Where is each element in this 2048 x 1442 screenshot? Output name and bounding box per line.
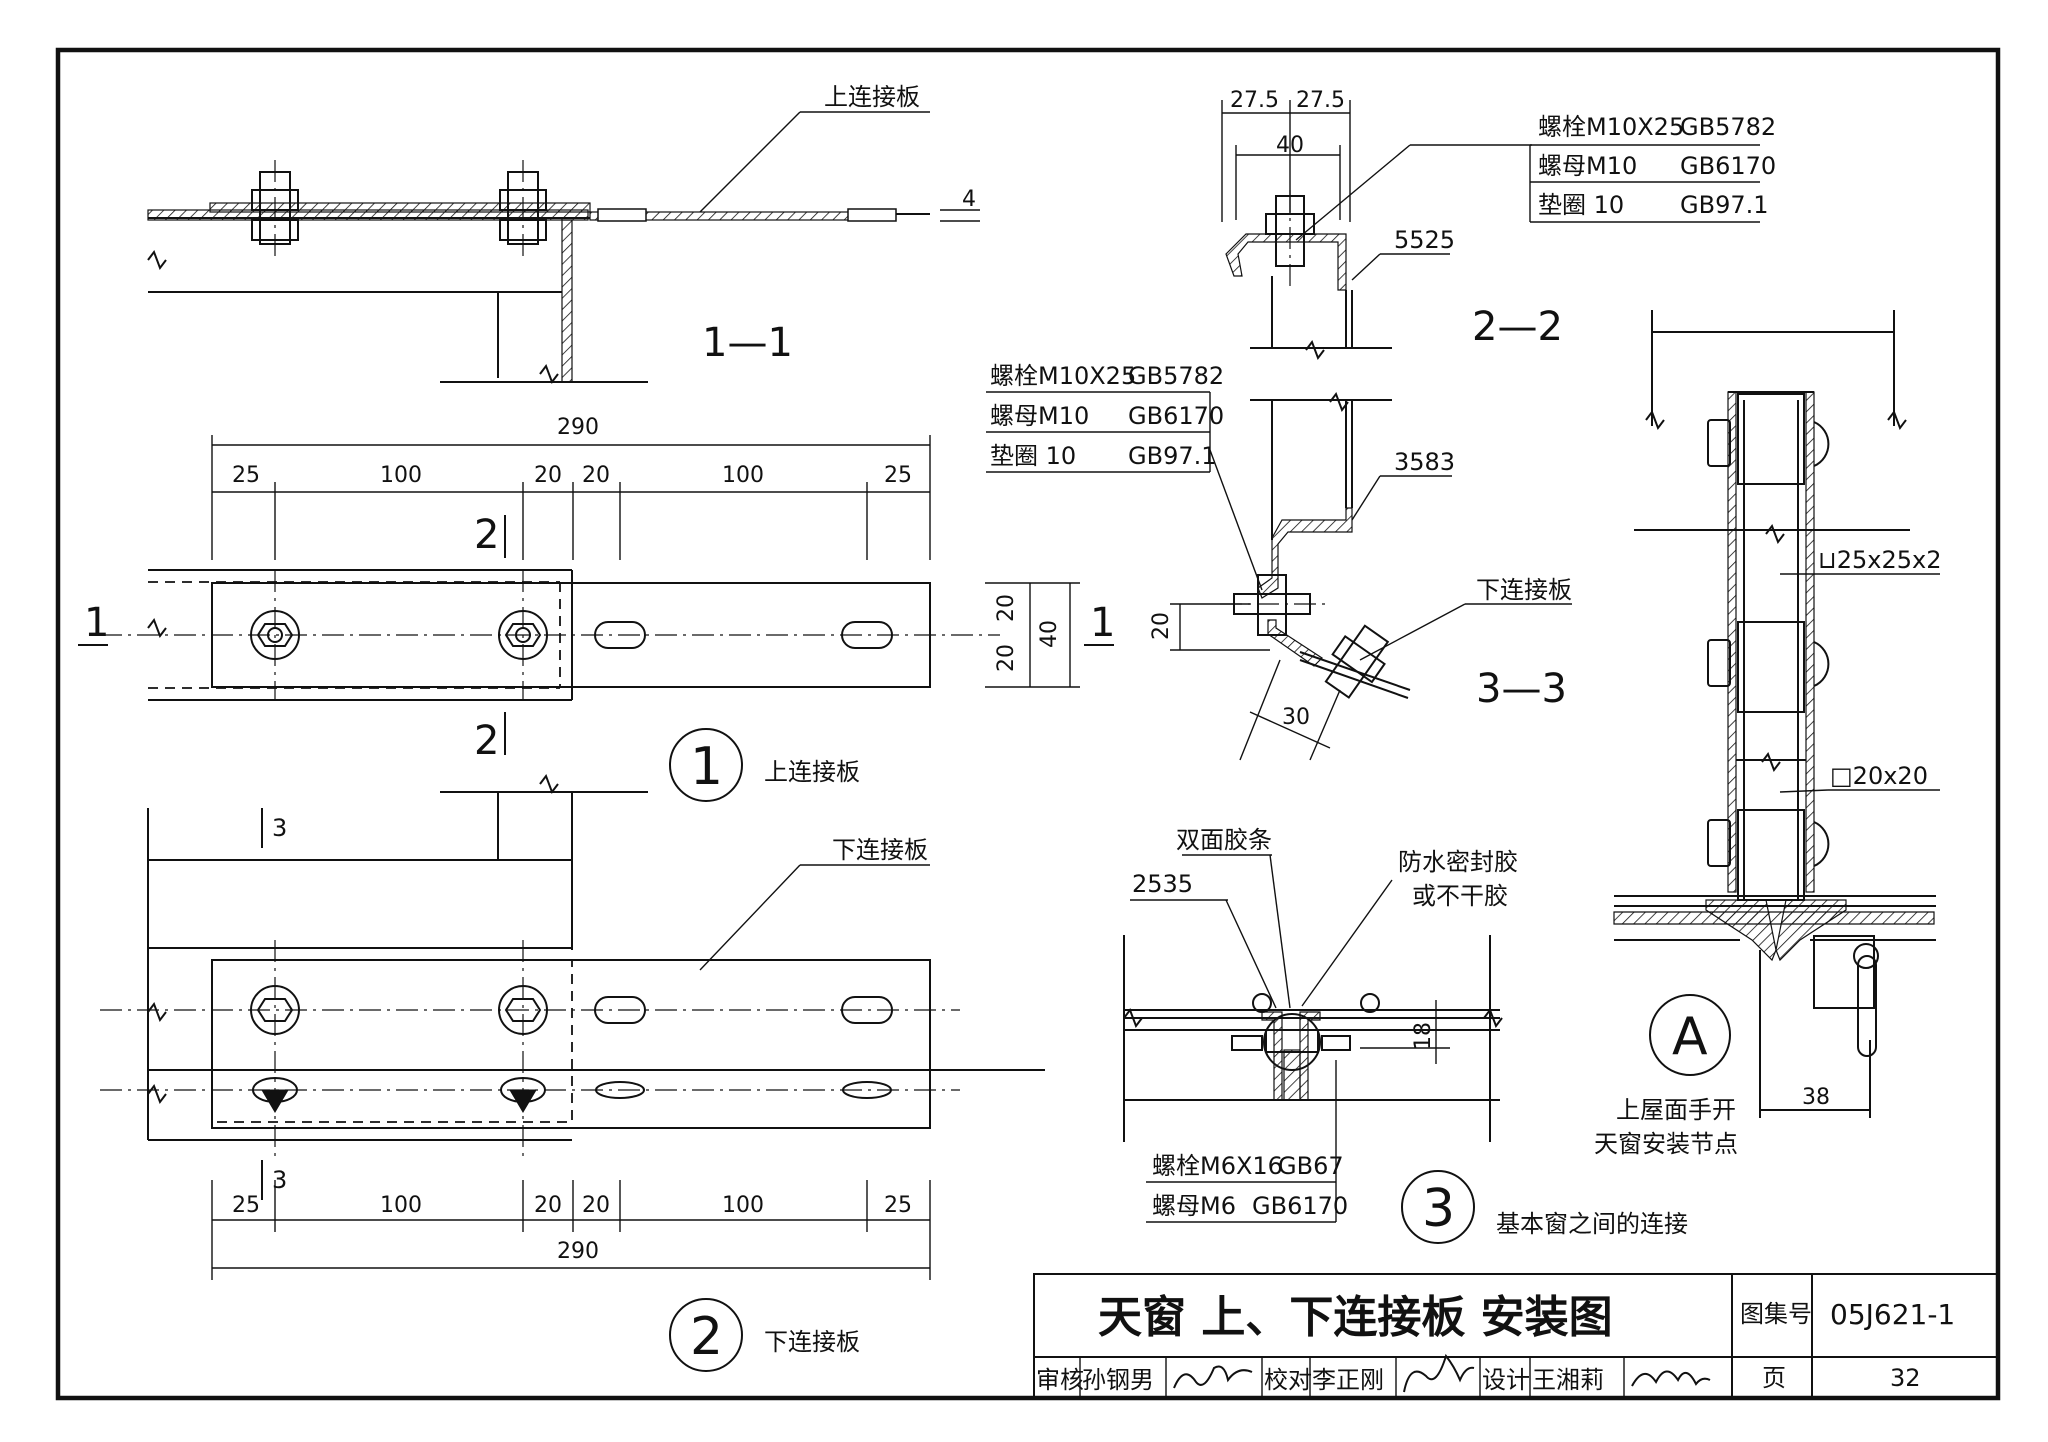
lower-plate-label-1: 下连接板 xyxy=(832,836,928,864)
detail-a-caption-2: 天窗安装节点 xyxy=(1594,1130,1738,1158)
detail-2-plan: 下连接板 3 3 25 100 20 20 100 25 290 2 下连接板 xyxy=(100,773,1045,1372)
dim-20-d: 20 xyxy=(994,644,1019,672)
bolt-m10-label-a: 螺栓M10X25 xyxy=(1538,113,1684,141)
section-mark-1-right: 1 xyxy=(1090,600,1115,646)
dim-38: 38 xyxy=(1802,1085,1830,1110)
section-mark-3-top: 3 xyxy=(272,814,287,842)
dim-30: 30 xyxy=(1282,705,1310,730)
bolt-m10-std-a: GB5782 xyxy=(1680,113,1776,141)
detail-2-number: 2 xyxy=(690,1307,723,1367)
bolt-m10-std-b: GB5782 xyxy=(1128,362,1224,390)
page-number: 32 xyxy=(1890,1364,1921,1392)
detail-2-caption: 下连接板 xyxy=(764,1328,860,1356)
upper-plate-label-1: 上连接板 xyxy=(824,83,920,111)
check-role: 校对 xyxy=(1264,1366,1312,1394)
nut-m10-label-b: 螺母M10 xyxy=(990,402,1089,430)
dim-4: 4 xyxy=(962,187,976,212)
review-signature xyxy=(1173,1365,1253,1389)
nut-m10-std-a: GB6170 xyxy=(1680,152,1776,180)
detail-a: 38 ⊔25x25x2 □20x20 A 上屋面手开 天窗安装节点 xyxy=(1594,310,1941,1158)
review-name: 孙钢男 xyxy=(1082,1366,1154,1394)
review-role: 审核 xyxy=(1036,1366,1084,1394)
design-name: 王湘莉 xyxy=(1532,1366,1604,1394)
profile-3583-label: 3583 xyxy=(1394,448,1455,476)
washer-label-a: 垫圈 10 xyxy=(1538,191,1624,219)
washer-label-b: 垫圈 10 xyxy=(990,442,1076,470)
profile-5525-label: 5525 xyxy=(1394,226,1455,254)
detail-1-plan: 290 25 100 20 20 100 25 20 xyxy=(78,415,1115,802)
atlas-number: 05J621-1 xyxy=(1830,1298,1955,1331)
section-1-1-title: 1—1 xyxy=(702,320,793,366)
dim-25-b: 25 xyxy=(884,463,912,488)
bolt-m6-std: GB67 xyxy=(1278,1152,1344,1180)
dim-40: 40 xyxy=(1037,620,1062,648)
tape-label: 双面胶条 xyxy=(1176,826,1272,854)
detail-1-number: 1 xyxy=(690,737,723,797)
angle-label: ⊔25x25x2 xyxy=(1818,546,1941,574)
design-signature xyxy=(1631,1370,1711,1387)
detail-3-number: 3 xyxy=(1422,1179,1455,1239)
lower-plate-label-2: 下连接板 xyxy=(1476,576,1572,604)
dim-20-b: 20 xyxy=(582,463,610,488)
design-role: 设计 xyxy=(1482,1366,1530,1394)
dim-20-c: 20 xyxy=(994,594,1019,622)
dim-total-bottom: 290 xyxy=(557,1239,599,1264)
section-2-2-3-3: 27.5 27.5 40 20 xyxy=(986,88,1776,761)
washer-std-a: GB97.1 xyxy=(1680,191,1769,219)
bolt-m6-label: 螺栓M6X16 xyxy=(1152,1152,1283,1180)
dim-27-5-a: 27.5 xyxy=(1230,88,1279,113)
section-1-1: 上连接板 4 1—1 xyxy=(147,83,980,385)
bolt-m10-label-b: 螺栓M10X25 xyxy=(990,362,1136,390)
bolt-schedule-left: 螺栓M10X25 GB5782 螺母M10 GB6170 垫圈 10 GB97.… xyxy=(986,362,1224,473)
sheet-border xyxy=(55,47,2001,1401)
tube-label: □20x20 xyxy=(1830,762,1928,790)
dim-20-a: 20 xyxy=(534,463,562,488)
sealant-label-2: 或不干胶 xyxy=(1412,882,1508,910)
nut-m6-label: 螺母M6 xyxy=(1152,1192,1236,1220)
detail-a-letter: A xyxy=(1672,1007,1708,1067)
section-mark-1-left: 1 xyxy=(84,600,109,646)
detail-3: 18 双面胶条 2535 防水密封胶 或不干胶 螺栓M6X16 GB67 螺母M… xyxy=(1123,826,1688,1244)
bolt-schedule-top: 螺栓M10X25 GB5782 螺母M10 GB6170 垫圈 10 GB97.… xyxy=(1410,113,1776,223)
page-label: 页 xyxy=(1762,1364,1786,1392)
dim-100-a: 100 xyxy=(380,463,422,488)
section-mark-2-bottom: 2 xyxy=(474,718,499,764)
dim-40-b: 40 xyxy=(1276,133,1304,158)
dim-100-c: 100 xyxy=(380,1193,422,1218)
detail-a-caption-1: 上屋面手开 xyxy=(1616,1096,1736,1124)
sheet-title: 天窗 上、下连接板 安装图 xyxy=(1098,1292,1613,1343)
sealant-label-1: 防水密封胶 xyxy=(1398,848,1518,876)
profile-2535-label: 2535 xyxy=(1132,870,1193,898)
dim-20-e: 20 xyxy=(534,1193,562,1218)
dim-100-b: 100 xyxy=(722,463,764,488)
nut-m10-label-a: 螺母M10 xyxy=(1538,152,1637,180)
detail-3-caption: 基本窗之间的连接 xyxy=(1496,1210,1688,1238)
dim-18: 18 xyxy=(1411,1022,1436,1050)
dim-20-g: 20 xyxy=(1149,612,1174,640)
dim-25-a: 25 xyxy=(232,463,260,488)
dim-25-c: 25 xyxy=(232,1193,260,1218)
detail-1-caption: 上连接板 xyxy=(764,758,860,786)
nut-m10-std-b: GB6170 xyxy=(1128,402,1224,430)
dim-27-5-b: 27.5 xyxy=(1296,88,1345,113)
nut-m6-std: GB6170 xyxy=(1252,1192,1348,1220)
title-block: 天窗 上、下连接板 安装图 图集号 05J621-1 页 32 审核 孙钢男 校… xyxy=(1033,1273,1999,1399)
atlas-label: 图集号 xyxy=(1740,1300,1812,1328)
dim-25-d: 25 xyxy=(884,1193,912,1218)
section-2-2-title: 2—2 xyxy=(1472,304,1563,350)
dim-100-d: 100 xyxy=(722,1193,764,1218)
section-mark-3-bottom: 3 xyxy=(272,1166,287,1194)
washer-std-b: GB97.1 xyxy=(1128,442,1217,470)
check-signature xyxy=(1403,1353,1475,1393)
check-name: 李正刚 xyxy=(1312,1366,1384,1394)
dim-total-top: 290 xyxy=(557,415,599,440)
dim-20-f: 20 xyxy=(582,1193,610,1218)
section-3-3-title: 3—3 xyxy=(1476,666,1567,712)
section-mark-2-top: 2 xyxy=(474,512,499,558)
